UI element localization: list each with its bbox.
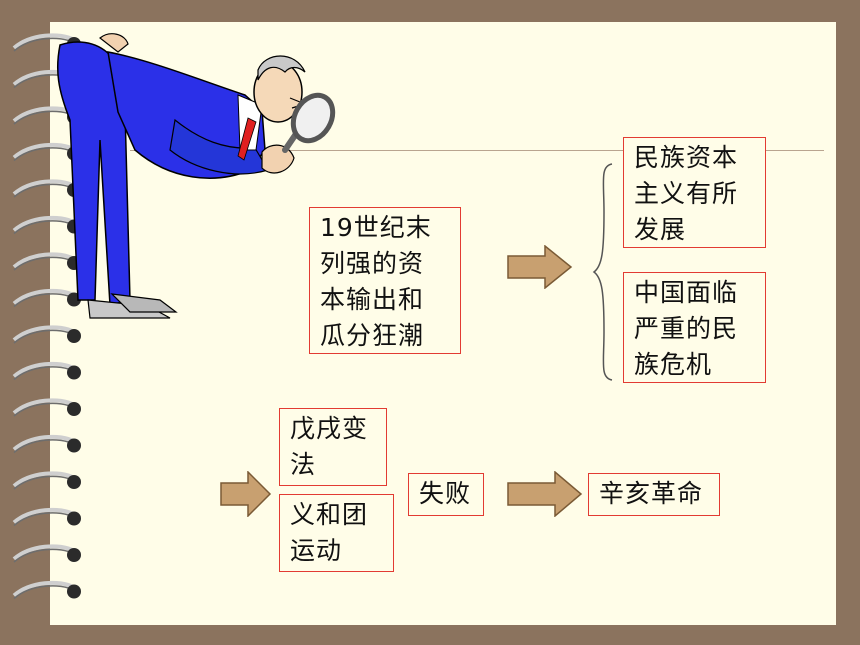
spiral-hole — [67, 548, 81, 562]
spiral-ring — [12, 507, 75, 525]
reform-line-1: 戊戌变 — [290, 414, 369, 443]
spiral-hole — [67, 365, 81, 380]
revolution-box: 辛亥革命 — [588, 473, 720, 516]
man-with-magnifier-illustration — [56, 33, 336, 319]
boxer-line-2: 运动 — [290, 536, 343, 565]
result2-line-1: 中国面临 — [634, 278, 739, 307]
arrow-right-icon — [220, 471, 272, 517]
spiral-ring — [12, 33, 75, 50]
result1-line-1: 民族资本 — [634, 143, 739, 172]
curly-brace-icon — [592, 163, 613, 381]
result-box-development: 民族资本 主义有所 发展 — [623, 137, 766, 248]
result-box-crisis: 中国面临 严重的民 族危机 — [623, 272, 766, 383]
spiral-ring — [12, 580, 75, 598]
spiral-hole — [67, 329, 81, 343]
spiral-hole — [67, 402, 81, 416]
spiral-ring — [12, 215, 75, 233]
spiral-ring — [12, 288, 75, 306]
spiral-ring — [12, 544, 75, 561]
failure-label: 失败 — [419, 479, 472, 508]
spiral-ring — [12, 434, 75, 452]
boxer-box: 义和团 运动 — [279, 494, 394, 572]
spiral-ring — [12, 398, 75, 415]
cause-line-1: 19世纪末 — [320, 213, 432, 242]
spiral-ring — [12, 179, 75, 196]
result2-line-3: 族危机 — [634, 350, 713, 379]
spiral-hole — [67, 475, 81, 489]
arrow-right-icon — [507, 245, 573, 289]
result1-line-3: 发展 — [634, 215, 687, 244]
arrow-right-icon — [507, 471, 583, 517]
result2-line-2: 严重的民 — [634, 314, 739, 343]
cause-line-2: 列强的资 — [320, 249, 425, 278]
cause-line-3: 本输出和 — [320, 285, 425, 314]
page-rule-line — [130, 150, 824, 151]
boxer-line-1: 义和团 — [290, 500, 369, 529]
spiral-hole — [67, 584, 81, 599]
failure-box: 失败 — [408, 473, 484, 516]
reform-line-2: 法 — [290, 450, 317, 479]
spiral-ring — [12, 325, 75, 342]
spiral-ring — [12, 471, 75, 488]
spiral-hole — [67, 438, 81, 453]
spiral-hole — [67, 511, 81, 526]
revolution-label: 辛亥革命 — [599, 479, 704, 508]
spiral-ring — [12, 252, 75, 269]
cause-line-4: 瓜分狂潮 — [320, 321, 425, 350]
cause-box: 19世纪末 列强的资 本输出和 瓜分狂潮 — [309, 207, 461, 354]
result1-line-2: 主义有所 — [634, 179, 739, 208]
spiral-ring — [12, 142, 75, 160]
spiral-ring — [12, 361, 75, 379]
reform-box: 戊戌变 法 — [279, 408, 387, 486]
